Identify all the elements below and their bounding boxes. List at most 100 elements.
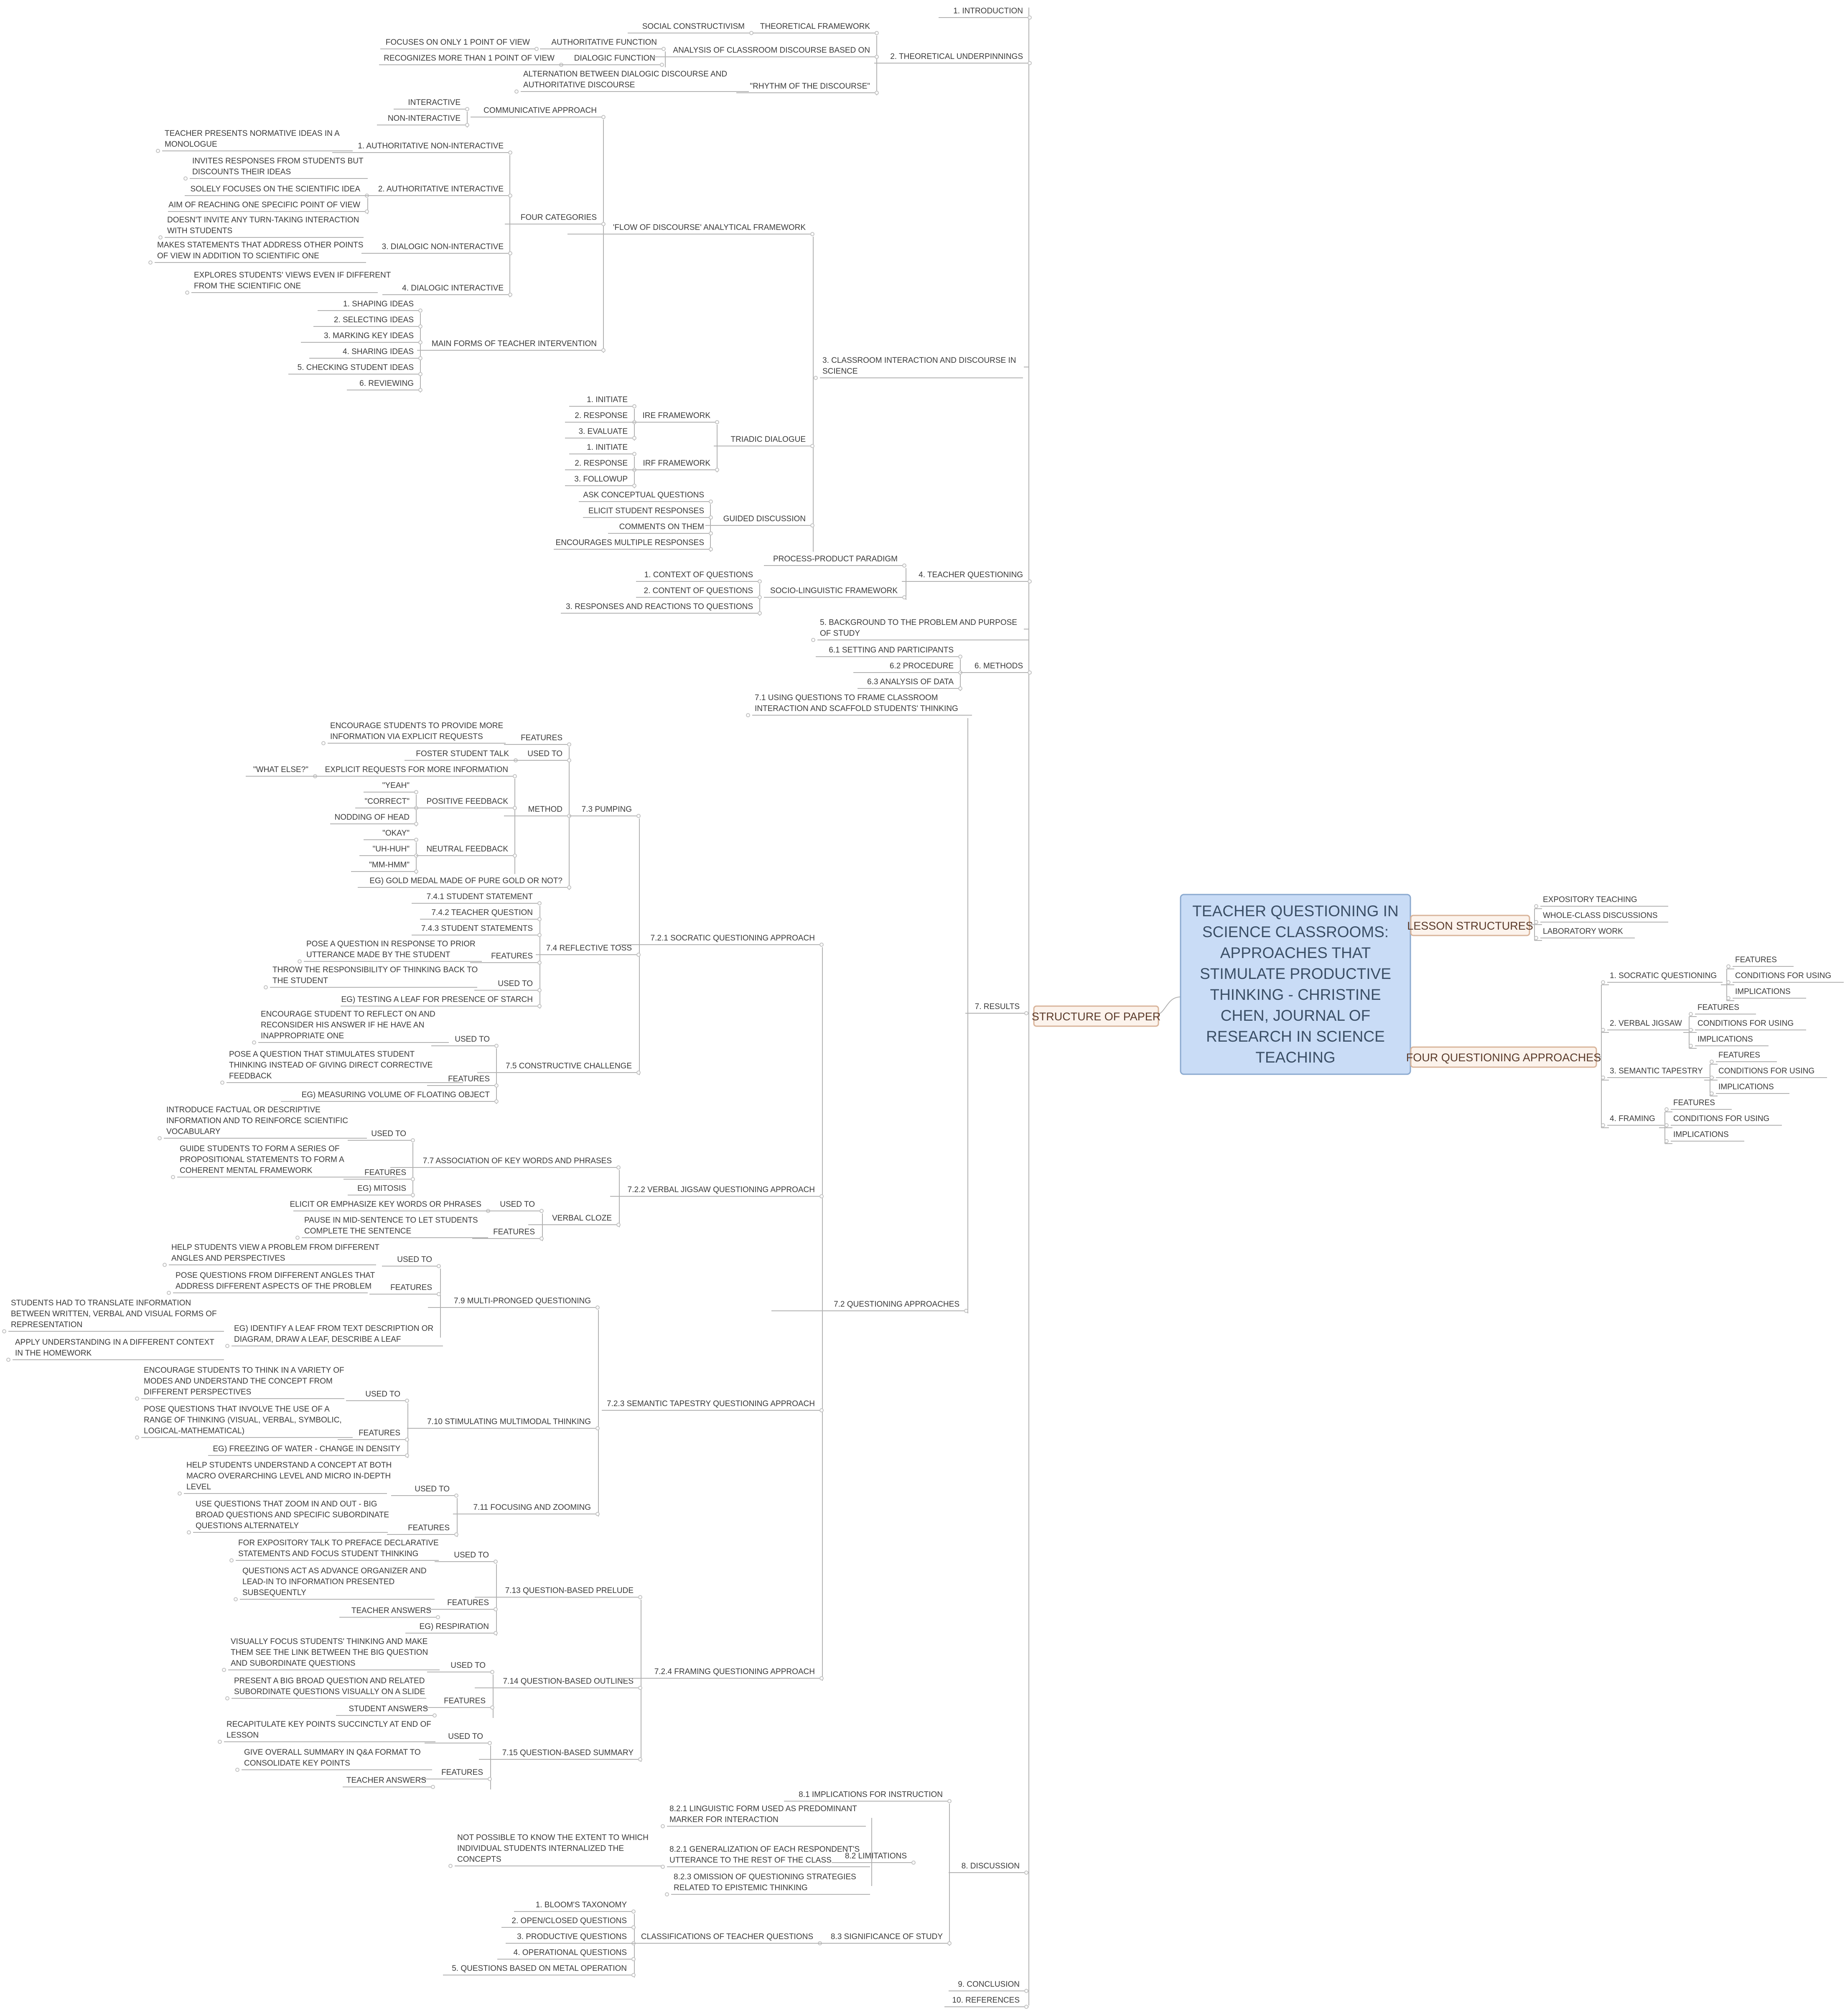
- topic-results-prelude[interactable]: 7.13 QUESTION-BASED PRELUDE: [475, 1586, 642, 1599]
- collapse-dot-icon[interactable]: [414, 838, 418, 842]
- topic-results-cl-used-a[interactable]: ELICIT OR EMPHASIZE KEY WORDS OR PHRASES: [290, 1200, 490, 1213]
- collapse-dot-icon[interactable]: [1601, 1028, 1605, 1032]
- topic-results-o-used-a[interactable]: VISUALLY FOCUS STUDENTS' THINKING AND MA…: [222, 1637, 440, 1672]
- collapse-dot-icon[interactable]: [1664, 1107, 1669, 1111]
- topic-teacher-q-items-1[interactable]: 2. CONTENT OF QUESTIONS: [636, 586, 762, 599]
- collapse-dot-icon[interactable]: [638, 1757, 642, 1761]
- topic-results-positive-items-1[interactable]: "CORRECT": [355, 797, 418, 810]
- topic-four-approaches-2-children-2[interactable]: IMPLICATIONS: [1710, 1083, 1789, 1096]
- collapse-dot-icon[interactable]: [488, 1777, 492, 1781]
- topic-teacher-q-items-2[interactable]: 3. RESPONSES AND REACTIONS TO QUESTIONS: [561, 602, 762, 615]
- collapse-dot-icon[interactable]: [1534, 920, 1538, 924]
- collapse-dot-icon[interactable]: [437, 1292, 441, 1296]
- topic-theoretical-framework[interactable]: THEORETICAL FRAMEWORK: [753, 22, 879, 35]
- topic-sections-conclusion[interactable]: 9. CONCLUSION: [949, 1980, 1028, 1993]
- collapse-dot-icon[interactable]: [220, 1081, 224, 1085]
- collapse-dot-icon[interactable]: [365, 209, 369, 214]
- collapse-dot-icon[interactable]: [321, 741, 326, 745]
- topic-results-m-features-a[interactable]: POSE QUESTIONS FROM DIFFERENT ANGLES THA…: [167, 1271, 375, 1295]
- collapse-dot-icon[interactable]: [411, 1138, 415, 1142]
- collapse-dot-icon[interactable]: [167, 1291, 171, 1295]
- collapse-dot-icon[interactable]: [454, 1494, 458, 1498]
- topic-results-z-features[interactable]: FEATURES: [387, 1524, 458, 1537]
- topic-four-approaches-3-name[interactable]: 4. FRAMING: [1601, 1114, 1668, 1127]
- topic-classroom-cat3[interactable]: 3. DIALOGIC NON-INTERACTIVE: [361, 242, 512, 255]
- collapse-dot-icon[interactable]: [749, 31, 753, 35]
- collapse-dot-icon[interactable]: [405, 1453, 409, 1458]
- topic-classroom-cat2-c[interactable]: AIM OF REACHING ONE SPECIFIC POINT OF VI…: [168, 201, 369, 214]
- collapse-dot-icon[interactable]: [601, 115, 606, 119]
- collapse-dot-icon[interactable]: [537, 1004, 542, 1008]
- topic-theoretical-social[interactable]: SOCIAL CONSTRUCTIVISM: [628, 22, 753, 35]
- topic-results-o-used[interactable]: USED TO: [427, 1661, 494, 1674]
- topic-results-z-features-a[interactable]: USE QUESTIONS THAT ZOOM IN AND OUT - BIG…: [187, 1500, 389, 1534]
- topic-discussion-classif-items-4[interactable]: 5. QUESTIONS BASED ON METAL OPERATION: [443, 1964, 636, 1977]
- collapse-dot-icon[interactable]: [158, 235, 163, 240]
- topic-results-positive-items-2[interactable]: NODDING OF HEAD: [330, 813, 418, 826]
- collapse-dot-icon[interactable]: [758, 595, 762, 599]
- collapse-dot-icon[interactable]: [264, 985, 268, 989]
- collapse-dot-icon[interactable]: [1710, 1091, 1714, 1096]
- topic-results-leaf[interactable]: EG) TESTING A LEAF FOR PRESENCE OF STARC…: [341, 995, 542, 1008]
- collapse-dot-icon[interactable]: [819, 1194, 824, 1198]
- topic-sections-methods[interactable]: 6. METHODS: [960, 662, 1032, 675]
- collapse-dot-icon[interactable]: [537, 901, 542, 905]
- topic-results-challenge[interactable]: 7.5 CONSTRUCTIVE CHALLENGE: [477, 1062, 641, 1075]
- collapse-dot-icon[interactable]: [418, 308, 422, 313]
- topic-results-m-used-a[interactable]: HELP STUDENTS VIEW A PROBLEM FROM DIFFER…: [163, 1243, 379, 1267]
- topic-discussion-classif-items-3[interactable]: 4. OPERATIONAL QUESTIONS: [497, 1948, 636, 1961]
- collapse-dot-icon[interactable]: [958, 655, 962, 659]
- collapse-dot-icon[interactable]: [632, 404, 636, 408]
- topic-discussion-lim3[interactable]: 8.2.3 OMISSION OF QUESTIONING STRATEGIES…: [665, 1873, 870, 1896]
- topic-classroom-flow[interactable]: 'FLOW OF DISCOURSE' ANALYTICAL FRAMEWORK: [567, 223, 814, 236]
- collapse-dot-icon[interactable]: [185, 291, 189, 295]
- collapse-dot-icon[interactable]: [234, 1597, 238, 1601]
- topic-classroom-cat1[interactable]: 1. AUTHORITATIVE NON-INTERACTIVE: [332, 142, 512, 155]
- branch-lesson-structures[interactable]: [1410, 915, 1530, 936]
- collapse-dot-icon[interactable]: [1726, 964, 1730, 968]
- topic-four-approaches-3-children-1[interactable]: CONDITIONS FOR USING: [1664, 1114, 1782, 1127]
- topic-results-o-features-b[interactable]: STUDENT ANSWERS: [336, 1705, 437, 1718]
- collapse-dot-icon[interactable]: [465, 107, 469, 111]
- collapse-dot-icon[interactable]: [631, 1973, 636, 1977]
- collapse-dot-icon[interactable]: [632, 484, 636, 488]
- collapse-dot-icon[interactable]: [1601, 1123, 1605, 1127]
- collapse-dot-icon[interactable]: [225, 1344, 229, 1348]
- collapse-dot-icon[interactable]: [709, 547, 713, 551]
- collapse-dot-icon[interactable]: [418, 372, 422, 376]
- collapse-dot-icon[interactable]: [661, 1865, 665, 1869]
- topic-four-approaches-1-children-0[interactable]: FEATURES: [1689, 1003, 1756, 1016]
- collapse-dot-icon[interactable]: [616, 1223, 621, 1227]
- topic-results-a-used[interactable]: USED TO: [348, 1129, 415, 1142]
- topic-methods-setting[interactable]: 6.1 SETTING AND PARTICIPANTS: [816, 646, 962, 659]
- topic-classroom-irf[interactable]: IRF FRAMEWORK: [631, 459, 719, 472]
- collapse-dot-icon[interactable]: [875, 55, 879, 59]
- topic-results-water[interactable]: EG) FREEZING OF WATER - CHANGE IN DENSIT…: [208, 1445, 409, 1458]
- topic-results-pr-features[interactable]: FEATURES: [426, 1598, 498, 1611]
- topic-results-z-used-a[interactable]: HELP STUDENTS UNDERSTAND A CONCEPT AT BO…: [178, 1461, 392, 1496]
- collapse-dot-icon[interactable]: [537, 988, 542, 992]
- collapse-dot-icon[interactable]: [1710, 1060, 1714, 1064]
- topic-classroom-guided-items-3[interactable]: ENCOURAGES MULTIPLE RESPONSES: [554, 538, 713, 551]
- topic-sections-theoretical[interactable]: 2. THEORETICAL UNDERPINNINGS: [874, 52, 1032, 65]
- topic-results-t-used[interactable]: USED TO: [474, 979, 542, 992]
- collapse-dot-icon[interactable]: [638, 1595, 642, 1599]
- collapse-dot-icon[interactable]: [631, 1957, 636, 1961]
- collapse-dot-icon[interactable]: [225, 1696, 229, 1700]
- topic-four-approaches-3-children-2[interactable]: IMPLICATIONS: [1664, 1130, 1744, 1143]
- topic-classroom-forms-5[interactable]: 6. REVIEWING: [347, 379, 422, 392]
- topic-classroom-irf-items-0[interactable]: 1. INITIATE: [569, 443, 636, 456]
- collapse-dot-icon[interactable]: [513, 774, 517, 778]
- collapse-dot-icon[interactable]: [437, 1264, 441, 1268]
- root-topic[interactable]: [1180, 894, 1411, 1075]
- collapse-dot-icon[interactable]: [709, 531, 713, 535]
- collapse-dot-icon[interactable]: [218, 1740, 222, 1744]
- collapse-dot-icon[interactable]: [1028, 670, 1032, 675]
- topic-results-m-eg-b[interactable]: APPLY UNDERSTANDING IN A DIFFERENT CONTE…: [6, 1338, 224, 1362]
